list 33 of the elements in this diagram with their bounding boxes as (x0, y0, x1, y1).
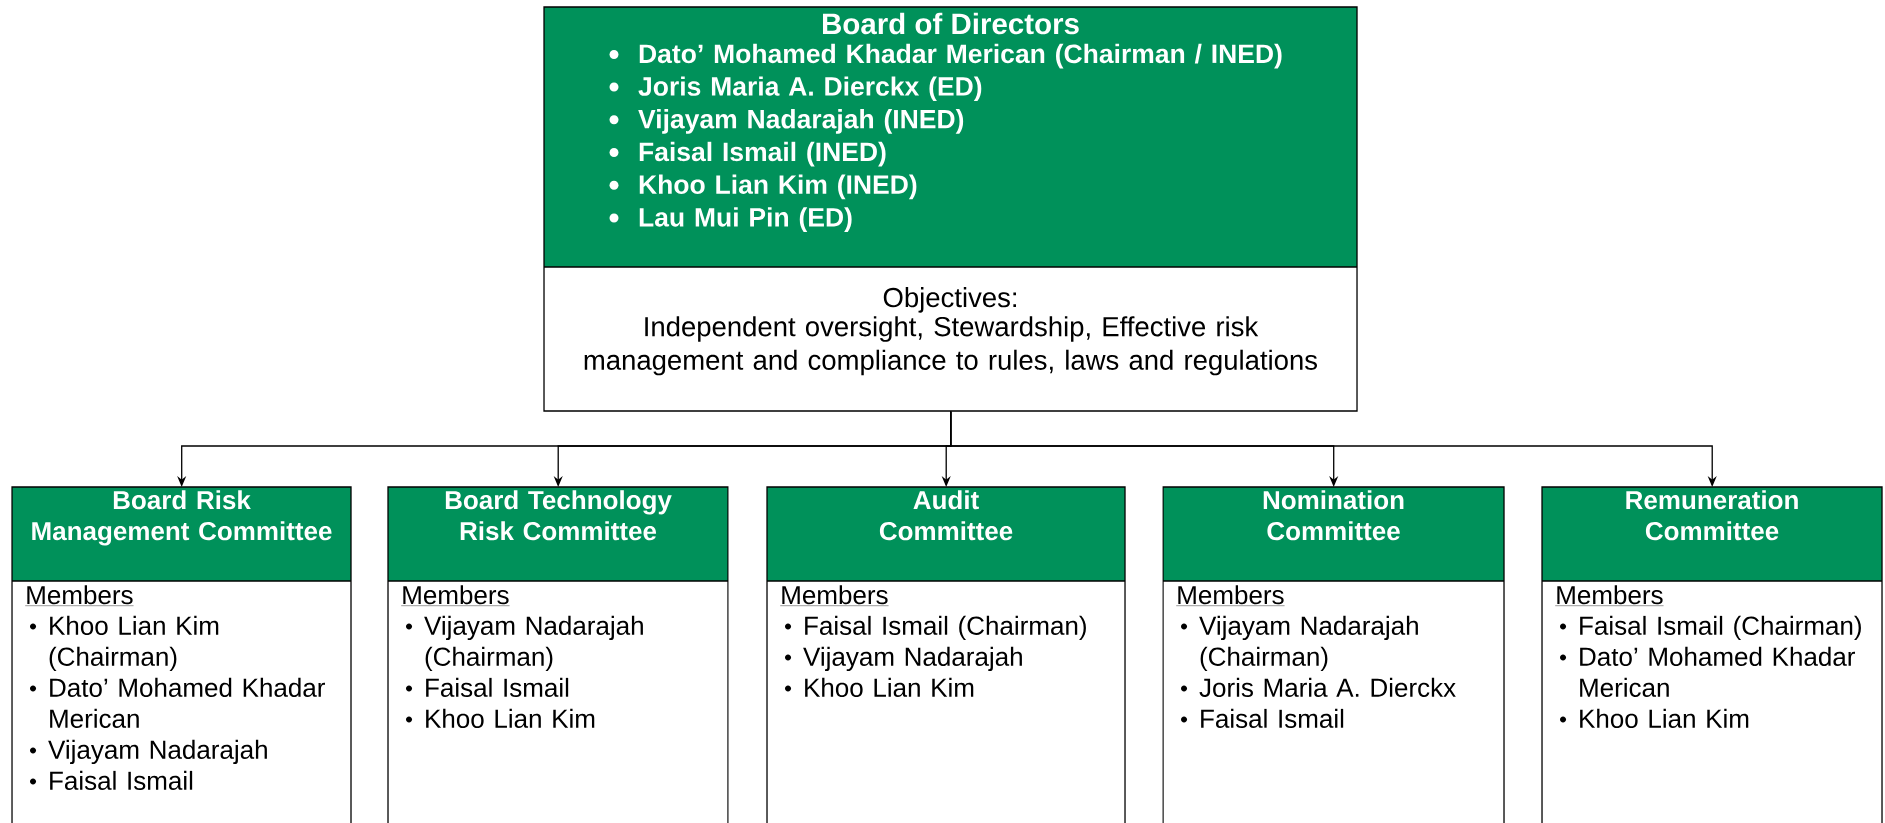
list-item: Faisal Ismail (30, 770, 193, 790)
node-label: Members (782, 585, 888, 605)
list-item: Dato’ Mohamed Khadar Merican (Chairman / INED) (609, 43, 1282, 69)
list-item: Khoo Lian Kim (785, 677, 974, 697)
node-label: Members (1557, 585, 1663, 605)
committee-box: Board Technology Risk Committee Members Vijayam Nadarajah (Chairman) Faisal Ismail Khoo Lian Kim (387, 486, 729, 823)
list-item: Dato’ Mohamed Khadar Merican (1560, 646, 1855, 697)
board-box: Board of Directors Dato’ Mohamed Khadar Merican (Chairman / INED) Joris Maria A. Dierckx (ED) Vijayam Nadarajah (INED) Faisal Ismail (INED) Khoo Lian Kim (INED) Lau Mui Pin (ED) Objectives: Independent oversight, Stewardship, Effective risk management and compliance to rules, laws and regulations (543, 6, 1358, 412)
committee-box: Board Risk Management Committee Members Khoo Lian Kim (Chairman) Dato’ Mohamed Khadar Merican Vijayam Nadarajah Faisal Ismail (11, 486, 352, 823)
list-item: Vijayam Nadarajah (30, 739, 267, 765)
list-item: Faisal Ismail (INED) (609, 141, 886, 167)
list-item: Vijayam Nadarajah (Chairman) (1181, 615, 1418, 672)
list-item: Khoo Lian Kim (406, 708, 595, 728)
list-item: Khoo Lian Kim (1560, 708, 1749, 728)
list-item: Faisal Ismail (Chairman) (785, 615, 1086, 641)
list-item: Khoo Lian Kim (INED) (609, 174, 917, 200)
node-label: Members (403, 585, 509, 605)
list-item: Faisal Ismail (406, 677, 569, 697)
list-item: Faisal Ismail (Chairman) (1560, 615, 1861, 641)
committee-box: Audit Committee Members Faisal Ismail (Chairman) Vijayam Nadarajah Khoo Lian Kim (766, 486, 1126, 823)
list-item: Khoo Lian Kim (Chairman) (30, 615, 219, 672)
committee-box: Remuneration Committee Members Faisal Ismail (Chairman) Dato’ Mohamed Khadar Merican Khoo Lian Kim (1541, 486, 1883, 823)
node-label: Members (1178, 585, 1284, 605)
list-item: Dato’ Mohamed Khadar Merican (30, 677, 325, 728)
list-item: Vijayam Nadarajah (785, 646, 1022, 672)
list-item: Joris Maria A. Dierckx (ED) (609, 76, 982, 102)
list-item: Joris Maria A. Dierckx (1181, 677, 1456, 697)
list-item: Faisal Ismail (1181, 708, 1344, 728)
node-label: Members (27, 585, 133, 605)
committee-box: Nomination Committee Members Vijayam Nadarajah (Chairman) Joris Maria A. Dierckx Faisal Ismail (1162, 486, 1505, 823)
list-item: Vijayam Nadarajah (INED) (609, 109, 964, 134)
list-item: Vijayam Nadarajah (Chairman) (406, 615, 643, 672)
list-item: Lau Mui Pin (ED) (609, 207, 852, 232)
